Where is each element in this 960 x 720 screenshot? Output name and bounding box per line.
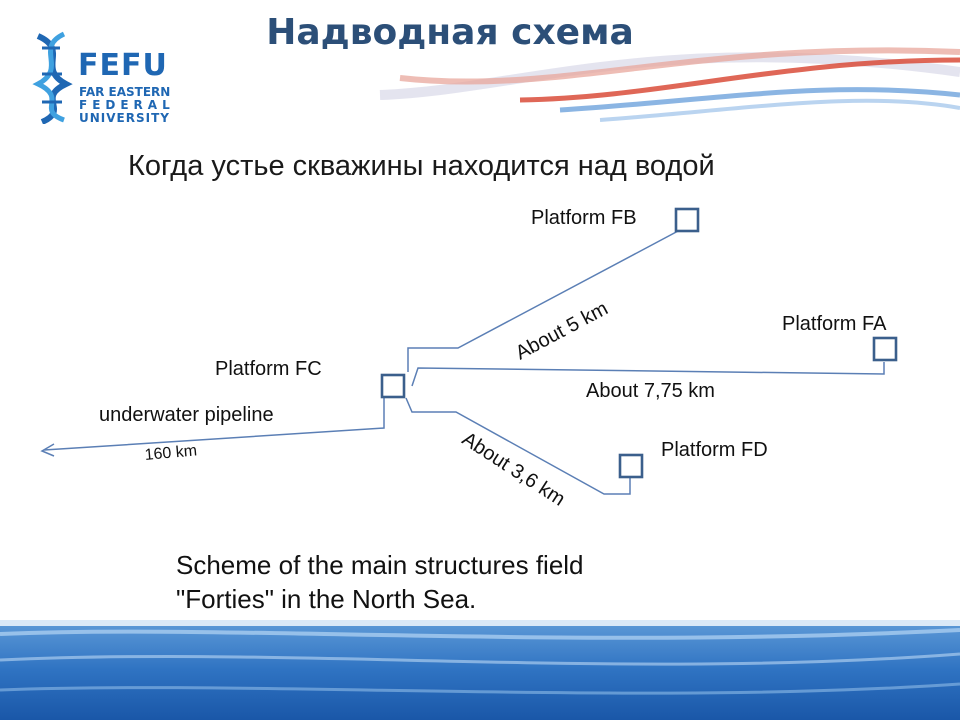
logo-line1: FAR EASTERN — [79, 85, 171, 99]
platform-fc-box — [380, 373, 406, 399]
dna-helix-icon — [32, 31, 73, 124]
logo-line2: FEDERAL — [79, 98, 175, 112]
logo-name: FEFU — [78, 48, 168, 83]
diagram-caption: Scheme of the main structures field "For… — [176, 548, 696, 616]
slide-subtitle: Когда устье скважины находится над водой — [128, 150, 715, 182]
fefu-logo: FEFU FAR EASTERN FEDERAL UNIVERSITY — [30, 28, 190, 125]
distance-fc-fa: About 7,75 km — [586, 380, 715, 402]
platform-fb-box — [674, 207, 700, 233]
platform-fd-box — [618, 453, 644, 479]
caption-line-2: "Forties" in the North Sea. — [176, 584, 477, 614]
platform-fd-label: Platform FD — [661, 439, 768, 461]
top-wave-decoration — [379, 47, 960, 122]
underwater-pipeline — [43, 392, 385, 451]
platform-fa-box — [872, 336, 898, 362]
logo-line3: UNIVERSITY — [79, 111, 170, 125]
underwater-pipeline-label: underwater pipeline — [99, 404, 274, 426]
caption-line-1: Scheme of the main structures field — [176, 550, 584, 580]
bottom-wave-band — [0, 620, 960, 720]
platform-fa-label: Platform FA — [782, 313, 887, 335]
pipeline-arrowhead — [40, 443, 55, 457]
pipeline-fc-fd — [405, 397, 631, 495]
platform-fc-label: Platform FC — [215, 358, 322, 380]
pipeline-fc-fa — [411, 362, 885, 387]
slide-title: Надводная схема — [266, 12, 634, 53]
platform-fb-label: Platform FB — [531, 207, 637, 229]
